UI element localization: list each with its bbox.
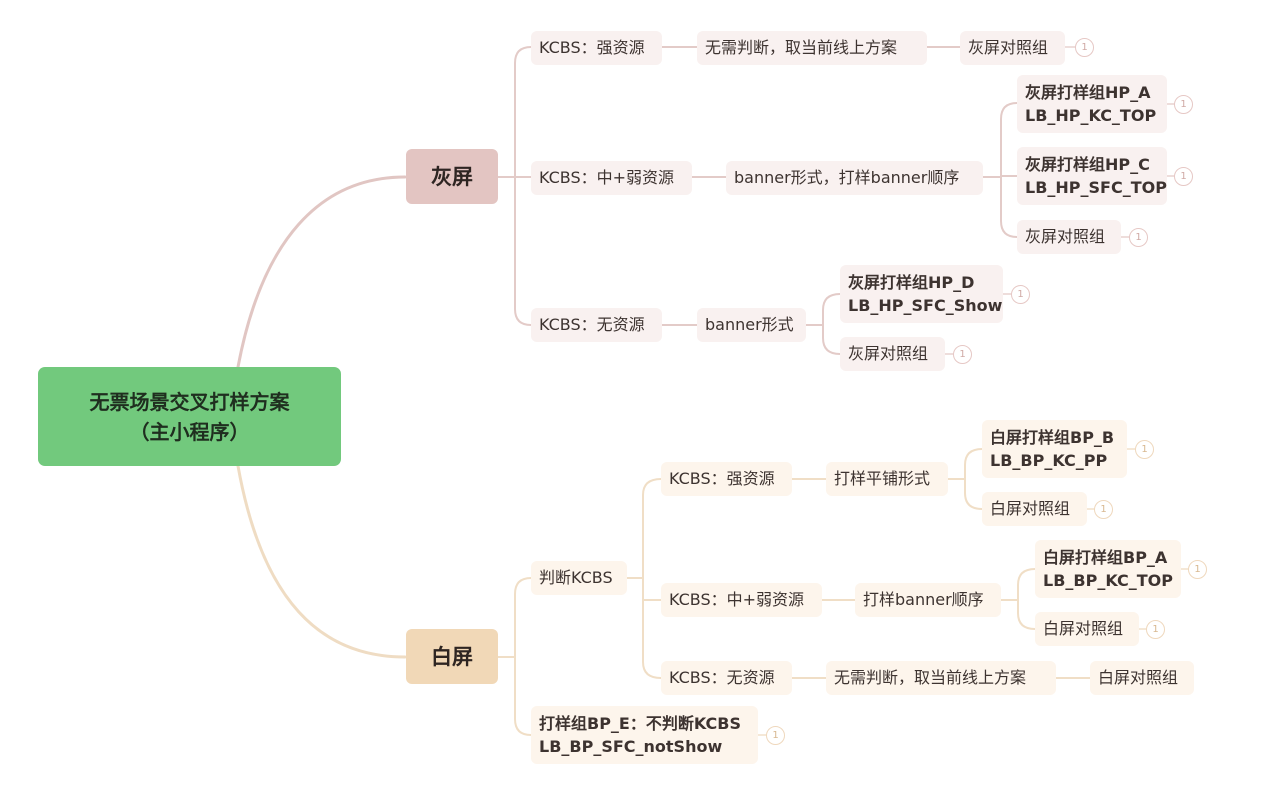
gray-group-hp-c-code: LB_HP_SFC_TOP	[1025, 178, 1167, 197]
white-medium-control-badge: 1	[1146, 620, 1165, 639]
gray-group-hp-a-name: 灰屏打样组HP_A	[1025, 83, 1151, 102]
white-strong-style[interactable]: 打样平铺形式	[826, 462, 948, 496]
root-title: 无票场景交叉打样方案	[89, 389, 290, 414]
white-group-bp-b[interactable]: 白屏打样组BP_B LB_BP_KC_PP	[982, 420, 1127, 478]
gray-strong-decision[interactable]: 无需判断，取当前线上方案	[697, 31, 927, 65]
gray-group-hp-d-badge: 1	[1011, 285, 1030, 304]
gray-medium-control-badge: 1	[1129, 228, 1148, 247]
white-none-control[interactable]: 白屏对照组	[1090, 661, 1194, 695]
white-group-bp-e[interactable]: 打样组BP_E：不判断KCBS LB_BP_SFC_notShow	[531, 706, 758, 764]
root-node[interactable]: 无票场景交叉打样方案 （主小程序）	[38, 367, 341, 466]
white-group-bp-a-code: LB_BP_KC_TOP	[1043, 571, 1173, 590]
gray-screen-branch[interactable]: 灰屏	[406, 149, 498, 204]
gray-group-hp-a-code: LB_HP_KC_TOP	[1025, 106, 1157, 125]
white-group-bp-b-badge: 1	[1135, 440, 1154, 459]
gray-group-hp-c[interactable]: 灰屏打样组HP_C LB_HP_SFC_TOP	[1017, 147, 1167, 205]
gray-group-hp-d-name: 灰屏打样组HP_D	[848, 273, 975, 292]
white-group-bp-a-badge: 1	[1188, 560, 1207, 579]
gray-none-banner[interactable]: banner形式	[697, 308, 806, 342]
white-medium-control[interactable]: 白屏对照组	[1035, 612, 1139, 646]
white-none-decision[interactable]: 无需判断，取当前线上方案	[826, 661, 1056, 695]
gray-strong-control-badge: 1	[1075, 38, 1094, 57]
gray-group-hp-c-name: 灰屏打样组HP_C	[1025, 155, 1150, 174]
gray-group-hp-a[interactable]: 灰屏打样组HP_A LB_HP_KC_TOP	[1017, 75, 1167, 133]
white-group-bp-b-name: 白屏打样组BP_B	[990, 428, 1115, 447]
gray-kcbs-strong[interactable]: KCBS：强资源	[531, 31, 662, 65]
root-gray-connector	[236, 175, 407, 369]
gray-kcbs-medium[interactable]: KCBS：中+弱资源	[531, 161, 692, 195]
gray-group-hp-d[interactable]: 灰屏打样组HP_D LB_HP_SFC_Show	[840, 265, 1003, 323]
gray-medium-control[interactable]: 灰屏对照组	[1017, 220, 1121, 254]
white-group-bp-e-name: 打样组BP_E：不判断KCBS	[539, 714, 741, 733]
white-group-bp-a[interactable]: 白屏打样组BP_A LB_BP_KC_TOP	[1035, 540, 1181, 598]
root-subtitle: （主小程序）	[129, 419, 250, 444]
gray-group-hp-d-code: LB_HP_SFC_Show	[848, 296, 1003, 315]
white-strong-control-badge: 1	[1094, 500, 1113, 519]
white-group-bp-e-badge: 1	[766, 726, 785, 745]
gray-connectors	[496, 46, 1018, 355]
white-connectors	[496, 448, 1091, 736]
white-group-bp-b-code: LB_BP_KC_PP	[990, 451, 1108, 470]
white-group-bp-e-code: LB_BP_SFC_notShow	[539, 737, 723, 756]
gray-kcbs-none[interactable]: KCBS：无资源	[531, 308, 662, 342]
gray-group-hp-c-badge: 1	[1174, 167, 1193, 186]
white-screen-branch[interactable]: 白屏	[406, 629, 498, 684]
gray-medium-banner[interactable]: banner形式，打样banner顺序	[726, 161, 983, 195]
white-group-bp-a-name: 白屏打样组BP_A	[1043, 548, 1168, 567]
white-strong-control[interactable]: 白屏对照组	[982, 492, 1087, 526]
gray-group-hp-a-badge: 1	[1174, 95, 1193, 114]
white-kcbs-none[interactable]: KCBS：无资源	[661, 661, 792, 695]
gray-strong-control[interactable]: 灰屏对照组	[960, 31, 1065, 65]
gray-none-control-badge: 1	[953, 345, 972, 364]
white-kcbs-medium[interactable]: KCBS：中+弱资源	[661, 583, 822, 617]
white-kcbs-strong[interactable]: KCBS：强资源	[661, 462, 792, 496]
white-judge-kcbs[interactable]: 判断KCBS	[531, 561, 627, 595]
gray-none-control[interactable]: 灰屏对照组	[840, 337, 945, 371]
white-medium-style[interactable]: 打样banner顺序	[855, 583, 1001, 617]
root-white-connector	[236, 464, 407, 659]
